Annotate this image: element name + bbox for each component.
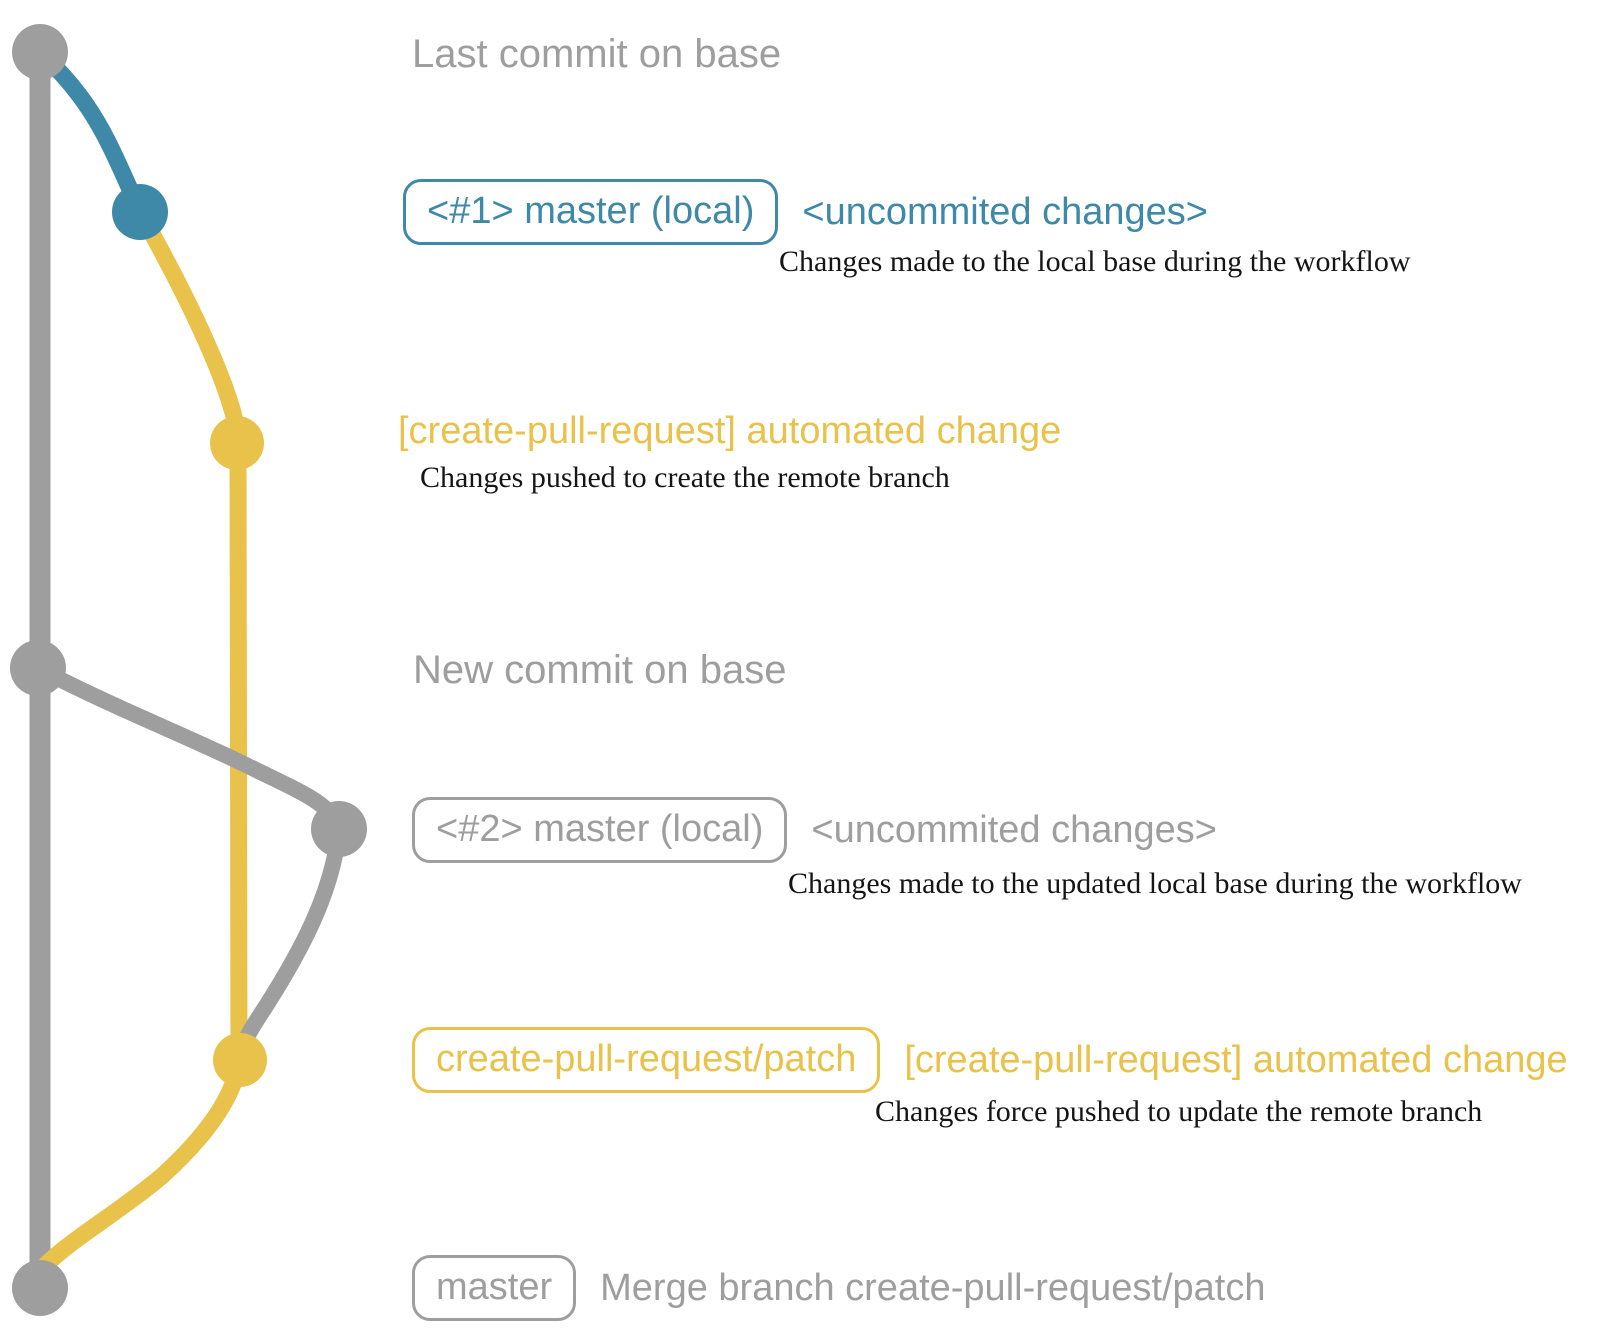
new-commit-label: New commit on base	[413, 648, 787, 692]
annotation-last-commit: Last commit on base	[412, 32, 781, 76]
rebase-branch-line	[30, 660, 347, 837]
note-updated-local-base-changes: Changes made to the updated local base d…	[788, 867, 1522, 900]
remote-branch-merge-line	[32, 1051, 248, 1279]
local-master-branch-line	[31, 43, 149, 221]
annotation-master-local-1: <#1> master (local) <uncommited changes>…	[403, 179, 1411, 280]
branch-badge-master-local-1: <#1> master (local)	[403, 179, 779, 245]
automated-change-heading-2: [create-pull-request] automated change	[904, 1038, 1568, 1081]
annotation-master-local-2: <#2> master (local) <uncommited changes>…	[412, 797, 1522, 902]
commit-node-master-1	[112, 184, 168, 240]
annotation-new-commit: New commit on base	[413, 648, 786, 692]
remote-branch-line-vertical	[229, 434, 248, 1069]
branch-badge-master-local-2: <#2> master (local)	[412, 797, 788, 863]
commit-node-new-base	[10, 640, 66, 696]
commit-node-master-2	[311, 801, 367, 857]
branch-badge-master: master	[412, 1255, 577, 1321]
commit-node-automated-1	[210, 416, 264, 470]
force-push-branch-line	[232, 821, 347, 1068]
note-force-push-remote: Changes force pushed to update the remot…	[875, 1095, 1483, 1128]
annotation-automated-change-1: [create-pull-request] automated change C…	[398, 408, 1061, 496]
annotation-create-pull-request-patch: create-pull-request/patch [create-pull-r…	[412, 1027, 1568, 1130]
annotation-merge: master Merge branch create-pull-request/…	[412, 1255, 1266, 1321]
remote-branch-line-upper	[131, 203, 247, 452]
branch-badge-create-pull-request-patch: create-pull-request/patch	[412, 1027, 881, 1093]
note-local-base-changes: Changes made to the local base during th…	[779, 245, 1411, 278]
automated-change-heading-1: [create-pull-request] automated change	[398, 410, 1062, 452]
commit-node-merge	[12, 1260, 68, 1316]
commit-node-automated-2	[213, 1033, 267, 1087]
uncommited-changes-tag-2: <uncommited changes>	[811, 808, 1217, 851]
uncommited-changes-tag-1: <uncommited changes>	[802, 190, 1208, 233]
last-commit-label: Last commit on base	[412, 32, 782, 76]
commit-node-last-base	[12, 24, 68, 80]
note-push-create-remote: Changes pushed to create the remote bran…	[420, 461, 950, 494]
merge-message: Merge branch create-pull-request/patch	[600, 1266, 1266, 1309]
